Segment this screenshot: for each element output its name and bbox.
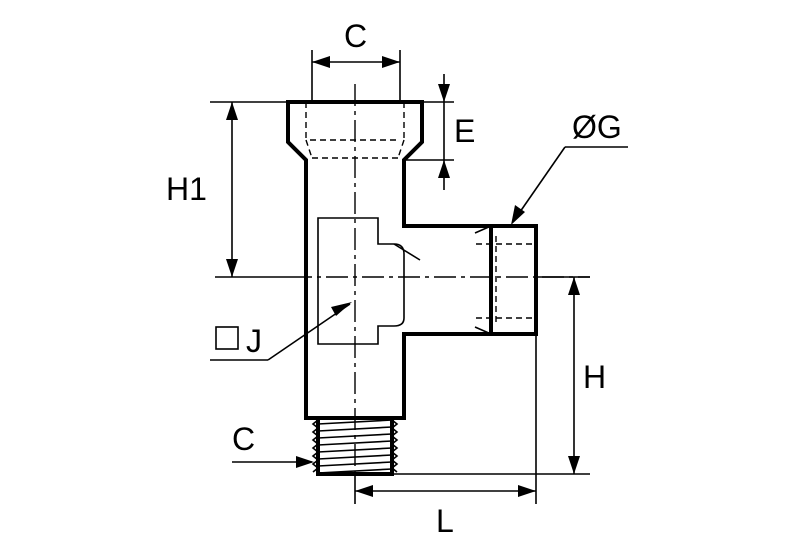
- dimension-label-j: J: [246, 323, 262, 359]
- dimension-label-c-top: C: [344, 18, 367, 54]
- dimension-c-top: [311, 50, 401, 100]
- branch-bore-hidden-lines: [476, 236, 536, 326]
- dimension-label-h: H: [583, 359, 606, 395]
- dimension-c-bottom: [232, 456, 314, 468]
- hex-edge-line: [393, 243, 421, 261]
- dimension-h: [392, 276, 590, 475]
- dimension-label-h1: H1: [166, 171, 207, 207]
- dimension-e: [404, 74, 454, 190]
- dimension-h1: [210, 101, 290, 278]
- square-symbol-icon: [215, 326, 239, 350]
- dimension-j-leader: [210, 302, 352, 361]
- hex-flat-outline: [317, 217, 405, 345]
- dimension-label-og: ØG: [572, 109, 622, 145]
- fitting-body: [286, 100, 538, 420]
- dimension-label-l: L: [436, 503, 454, 539]
- dimension-og-leader: [511, 146, 628, 225]
- thread-hatching: [317, 419, 393, 474]
- thread-flanks: [311, 419, 399, 473]
- branch-boss-step: [475, 224, 493, 336]
- top-cap-outline: [286, 100, 538, 420]
- dimension-l: [354, 334, 537, 504]
- dimension-label-e: E: [454, 113, 475, 149]
- branch-taper: [474, 225, 492, 335]
- dimension-label-c-bottom: C: [232, 421, 255, 457]
